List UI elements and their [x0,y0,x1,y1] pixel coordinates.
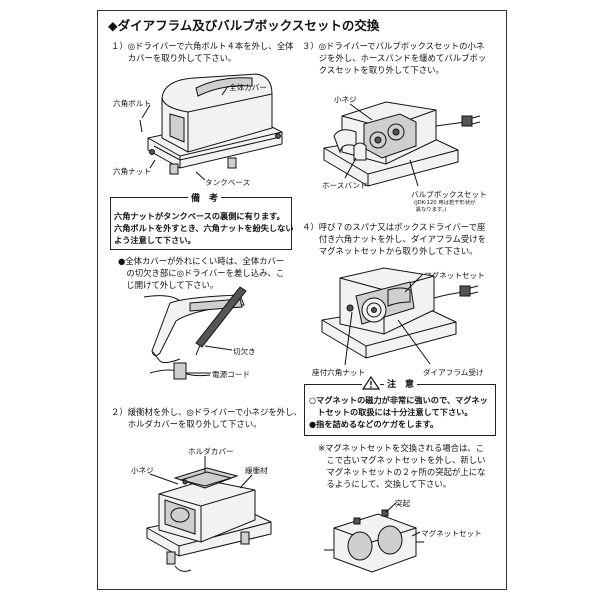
caution-heading: 注 意 [384,377,418,390]
magnet-set-illustration [324,509,424,573]
step4-text: ４）呼び７のスパナ又はボックスドライバーで座 付き六角ナットを外し、ダイアフラム… [302,222,486,256]
label-holder-cover: ホルダカバー [188,447,234,456]
label-hex-nut: 六角ナット [113,167,151,176]
note-text: 六角ナットがタンクベースの裏側に有ります。 六角ボルトを外すとき、六角ナットを紛… [114,211,294,245]
step1-text: １）◎ドライバーで六角ボルト４本を外し、全体 カバーを取り外して下さい。 [111,41,294,63]
label-seated-hex-nut: 座付六角ナット [312,368,366,377]
label-cushion: 緩衝材 [245,466,268,475]
step1-pump-illustration [139,73,283,175]
label-tank-base: タンクベース [205,178,251,187]
label-protrusion: 突起 [395,499,411,508]
notch-illustration [143,286,247,380]
label-hose-band: ホースバンド [322,181,368,190]
label-notch: 切欠き [233,347,256,356]
label-power-cord: 電源コード [212,370,250,379]
label-overall-cover: 全体カバー [229,83,267,92]
warning-triangle-icon [361,375,381,390]
label-small-screw-3: 小ネジ [334,95,357,104]
label-hex-bolt: 六角ボルト [113,99,151,108]
magnet-replacement-note: ※マグネットセットを交換される場合は、こ こで古いマグネットセットを外し、新しい… [318,443,486,489]
label-diaphragm-receiver: ダイアフラム受け [423,368,484,377]
step3-valvebox-illustration [323,101,481,187]
step2-text: ２）緩衝材を外し、◎ドライバーで小ネジを外し、 ホルダカバーを取り外して下さい。 [111,407,302,429]
label-magnet-set-2: マグネットセット [421,529,482,538]
step3-text: ３）◎ドライバーでバルブボックスセットの小ネ ジを外し、ホースバンドを緩めてバル… [302,41,487,75]
bullet-text-cover-hard: ●全体カバーが外れにくい時は、全体カバー の切欠き部に◎ドライバーを差し込み、こ… [118,256,285,290]
step2-holder-illustration [146,467,272,572]
caution-text: ○マグネットの磁力が非常に強いので、マグネッ トセットの取扱には十分注意して下さ… [309,395,488,429]
note-heading: 備 考 [188,191,222,204]
label-magnet-set: マグネットセット [424,271,485,280]
label-small-screw-2: 小ネジ [131,466,154,475]
label-valve-box-set: バルブボックスセット [411,190,487,199]
step4-magnet-illustration [321,267,479,359]
label-model-note: (JDK-120 用は若干形状が 異なります。) [414,200,476,213]
page-title: ◆ダイアフラム及びバルブボックスセットの交換 [108,18,380,33]
